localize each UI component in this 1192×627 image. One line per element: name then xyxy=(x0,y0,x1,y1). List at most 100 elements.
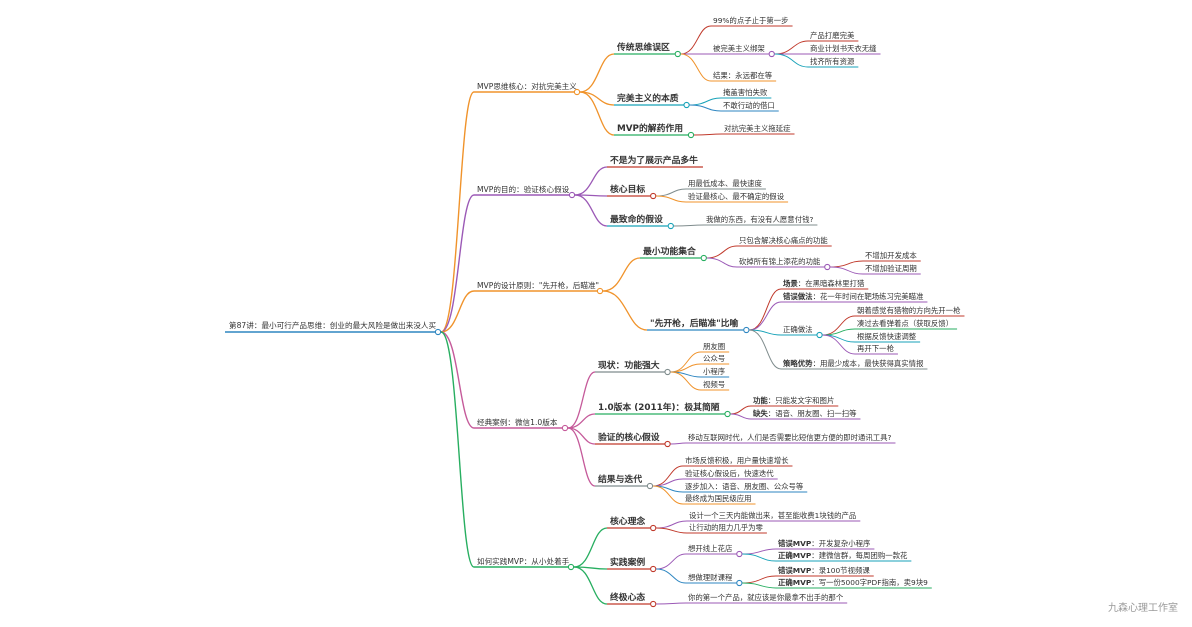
branch-4-toggle[interactable] xyxy=(567,563,575,571)
topic-3-3-label: 结果与迭代 xyxy=(597,473,642,485)
subtopic-connector xyxy=(673,224,705,227)
subtopic-connector xyxy=(656,188,687,197)
topic-3-0-label: 现状：功能强大 xyxy=(598,359,660,371)
topic-connector xyxy=(574,194,608,227)
subtopic-connector xyxy=(730,405,752,415)
topic-3-2-toggle[interactable] xyxy=(664,440,671,448)
subtopic-0-1-1-label: 不敢行动的借口 xyxy=(723,101,775,110)
subtopic-3-0-3-label: 视频号 xyxy=(703,380,725,389)
subtopic-connector xyxy=(656,527,688,534)
subtopic-0-1-0-label: 掩盖害怕失败 xyxy=(723,88,768,97)
topic-connector xyxy=(579,53,615,93)
branch-1-label: MVP的目的：验证核心假设 xyxy=(477,184,570,194)
leaf-connector xyxy=(822,334,856,355)
subtopic-4-1-1-toggle[interactable] xyxy=(736,579,743,587)
branch-4-label: 如何实践MVP：从小处着手 xyxy=(477,556,570,566)
subtopic-connector xyxy=(670,363,702,373)
subtopic-2-0-0-label: 只包含解决核心痛点的功能 xyxy=(739,236,828,245)
topic-1-0-label: 不是为了展示产品多牛 xyxy=(610,154,698,166)
branch-1-toggle[interactable] xyxy=(568,191,576,199)
subtopic-connector xyxy=(706,245,738,259)
topic-0-1-toggle[interactable] xyxy=(683,101,690,109)
subtopic-connector xyxy=(656,553,687,570)
leaf-0-0-1-1-label: 商业计划书天衣无缝 xyxy=(810,44,877,53)
subtopic-connector xyxy=(670,371,702,391)
branch-connector xyxy=(440,91,475,333)
topic-0-0-toggle[interactable] xyxy=(674,50,681,58)
subtopic-connector xyxy=(749,329,782,370)
topic-connector xyxy=(574,166,608,196)
branch-connector xyxy=(440,290,475,333)
topic-connector xyxy=(602,290,648,331)
leaf-2-1-2-3-label: 再开下一枪 xyxy=(857,344,895,353)
subtopic-connector xyxy=(689,104,722,112)
subtopic-3-1-1-label: 缺失：语音、朋友圈、扫一扫等 xyxy=(752,409,857,418)
subtopic-3-1-0-label: 功能：只能发文字和图片 xyxy=(753,396,834,405)
topic-1-2-toggle[interactable] xyxy=(667,222,674,230)
subtopic-4-0-0-label: 设计一个三天内能做出来，甚至能收费1块钱的产品 xyxy=(689,511,856,520)
branch-2-toggle[interactable] xyxy=(596,287,604,295)
subtopic-3-2-0-label: 移动互联网时代，人们是否需要比短信更方便的即时通讯工具? xyxy=(688,433,892,442)
subtopic-0-0-1-toggle[interactable] xyxy=(768,50,775,58)
subtopic-connector xyxy=(656,602,687,605)
leaf-connector xyxy=(774,53,809,68)
topic-1-1-toggle[interactable] xyxy=(650,192,657,200)
subtopic-2-0-1-toggle[interactable] xyxy=(824,263,831,271)
branch-0-label: MVP思维核心：对抗完美主义 xyxy=(477,81,577,91)
leaf-0-0-1-2-label: 找齐所有资源 xyxy=(810,57,855,66)
leaf-2-0-1-0-label: 不增加开发成本 xyxy=(865,251,917,260)
leaf-0-0-1-0-label: 产品打磨完美 xyxy=(810,31,855,40)
subtopic-connector xyxy=(730,413,752,420)
subtopic-2-1-1-label: 错误做法：花一年时间在靶场练习完美瞄准 xyxy=(783,292,924,301)
subtopic-0-0-1-label: 被完美主义绑架 xyxy=(713,44,765,53)
subtopic-connector xyxy=(706,257,738,268)
topic-3-0-toggle[interactable] xyxy=(664,368,671,376)
topic-3-1-toggle[interactable] xyxy=(724,410,731,418)
subtopic-connector xyxy=(656,520,688,529)
leaf-connector xyxy=(822,334,856,343)
subtopic-2-1-2-label: 正确做法 xyxy=(783,325,813,334)
branch-3-toggle[interactable] xyxy=(561,424,569,432)
leaf-2-1-2-1-label: 凑过去看弹着点（获取反馈） xyxy=(857,319,953,328)
topic-2-0-label: 最小功能集合 xyxy=(643,245,696,257)
leaf-connector xyxy=(742,548,777,555)
subtopic-3-3-2-label: 逐步加入：语音、朋友圈、公众号等 xyxy=(685,482,804,491)
subtopic-0-2-0-label: 对抗完美主义拖延症 xyxy=(724,124,791,133)
subtopic-3-3-1-label: 验证核心假设后，快速迭代 xyxy=(685,469,774,478)
topic-0-0-label: 传统思维误区 xyxy=(616,41,670,53)
subtopic-2-1-2-toggle[interactable] xyxy=(816,331,823,339)
subtopic-2-0-1-label: 砍掉所有锦上添花的功能 xyxy=(739,257,821,266)
watermark: 九森心理工作室 xyxy=(1108,603,1178,614)
subtopic-1-1-0-label: 用最低成本、最快速度 xyxy=(688,179,763,188)
subtopic-4-1-0-toggle[interactable] xyxy=(736,550,743,558)
subtopic-3-3-3-label: 最终成为国民级应用 xyxy=(685,494,752,503)
leaf-connector xyxy=(742,582,777,589)
topic-connector xyxy=(573,566,608,605)
topic-3-3-toggle[interactable] xyxy=(646,482,654,490)
leaf-connector xyxy=(830,266,864,275)
topic-connector xyxy=(573,527,608,568)
subtopic-4-1-0-label: 想开线上花店 xyxy=(688,544,732,553)
topic-4-2-toggle[interactable] xyxy=(650,600,657,608)
topic-1-1-label: 核心目标 xyxy=(610,183,645,195)
subtopic-3-0-0-label: 朋友圈 xyxy=(703,342,725,351)
subtopic-connector xyxy=(656,195,687,203)
topic-2-0-toggle[interactable] xyxy=(700,254,707,262)
subtopic-4-0-1-label: 让行动的阻力几乎为零 xyxy=(689,523,764,532)
subtopic-2-1-0-label: 场景：在黑暗森林里打猎 xyxy=(783,279,865,288)
topic-0-2-toggle[interactable] xyxy=(687,131,695,139)
topic-4-1-toggle[interactable] xyxy=(650,565,657,573)
topic-connector xyxy=(567,427,596,487)
root-node-dot[interactable] xyxy=(434,328,442,336)
leaf-4-1-0-1-label: 正确MVP：建微信群，每周团购一款花 xyxy=(778,551,908,560)
subtopic-connector xyxy=(652,485,684,505)
topic-2-1-toggle[interactable] xyxy=(743,326,750,334)
branch-0-toggle[interactable] xyxy=(573,88,581,96)
leaf-connector xyxy=(830,260,864,268)
subtopic-connector xyxy=(693,133,723,136)
branch-connector xyxy=(440,194,475,333)
topic-4-0-toggle[interactable] xyxy=(650,524,657,532)
subtopic-1-1-1-label: 验证最核心、最不确定的假设 xyxy=(688,192,785,201)
topic-4-2-label: 终极心态 xyxy=(610,591,645,603)
